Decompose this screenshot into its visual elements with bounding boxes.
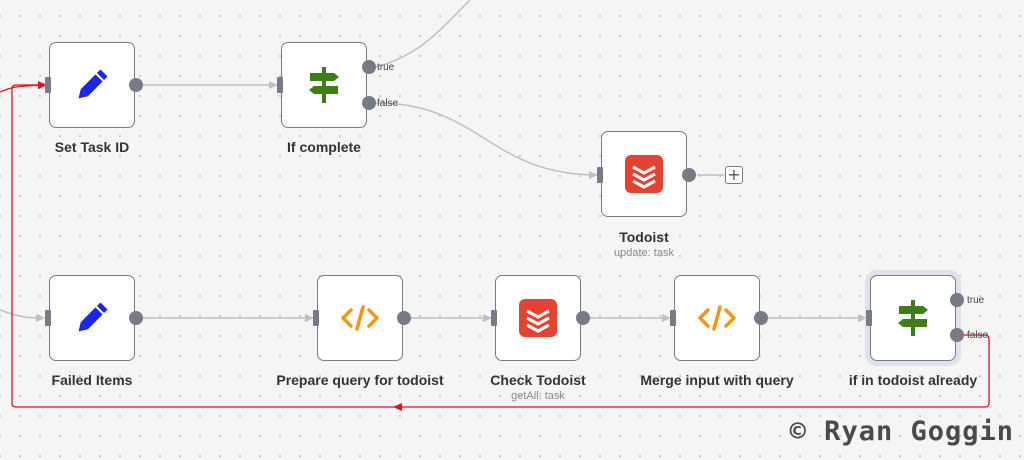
node-label: Set Task ID <box>54 139 130 155</box>
node-label: Failed Items <box>51 372 133 388</box>
connection-loop-false-back[interactable] <box>393 334 990 411</box>
node-label: Prepare query for todoist <box>276 372 444 388</box>
node-check-todoist[interactable] <box>495 275 581 361</box>
connection-if-true-offscreen[interactable] <box>375 0 471 68</box>
node-sublabel: getAll: task <box>511 390 565 402</box>
node-merge-input[interactable] <box>674 275 760 361</box>
input-handle[interactable] <box>670 310 676 326</box>
plus-icon: + <box>727 165 741 184</box>
input-handle[interactable] <box>597 167 603 183</box>
node-label: Check Todoist <box>490 372 586 388</box>
add-node-button[interactable]: + <box>725 166 743 184</box>
port-label-false: false <box>377 98 399 109</box>
todoist-icon <box>516 296 560 340</box>
copyright-watermark: © Ryan Goggin <box>789 416 1014 447</box>
port-label-true: true <box>377 62 395 73</box>
output-handle[interactable] <box>129 78 143 92</box>
port-label-false: false <box>967 330 989 341</box>
signpost-icon <box>302 63 346 107</box>
node-label: Todoist <box>619 229 669 245</box>
output-handle[interactable] <box>576 311 590 325</box>
output-handle[interactable] <box>129 311 143 325</box>
output-handle[interactable] <box>397 311 411 325</box>
connection-if-false-to-todoist[interactable] <box>375 102 598 179</box>
input-handle[interactable] <box>45 310 51 326</box>
output-handle-false[interactable] <box>362 96 376 110</box>
output-handle-true[interactable] <box>950 293 964 307</box>
connection-in-set-task-id[interactable] <box>0 81 47 93</box>
node-todoist[interactable] <box>601 131 687 217</box>
port-label-true: true <box>967 295 985 306</box>
output-handle-false[interactable] <box>950 328 964 342</box>
input-handle[interactable] <box>491 310 497 326</box>
node-label: If complete <box>287 139 361 155</box>
input-handle[interactable] <box>313 310 319 326</box>
node-label: if in todoist already <box>848 372 978 388</box>
node-set-task-id[interactable] <box>49 42 135 128</box>
output-handle[interactable] <box>754 311 768 325</box>
pencil-icon <box>70 63 114 107</box>
node-sublabel: update: task <box>614 247 674 259</box>
connection-loop-left-return[interactable] <box>11 81 394 408</box>
connection-in-failed-items[interactable] <box>0 309 45 322</box>
node-failed-items[interactable] <box>49 275 135 361</box>
output-handle[interactable] <box>682 168 696 182</box>
signpost-icon <box>891 296 935 340</box>
todoist-icon <box>622 152 666 196</box>
input-handle[interactable] <box>866 310 872 326</box>
output-handle-true[interactable] <box>362 60 376 74</box>
node-if-in-todoist[interactable] <box>870 275 956 361</box>
node-label: Merge input with query <box>640 372 794 388</box>
node-prepare-query[interactable] <box>317 275 403 361</box>
node-if-complete[interactable] <box>281 42 367 128</box>
code-icon <box>695 296 739 340</box>
pencil-icon <box>70 296 114 340</box>
input-handle[interactable] <box>45 77 51 93</box>
code-icon <box>338 296 382 340</box>
input-handle[interactable] <box>277 77 283 93</box>
